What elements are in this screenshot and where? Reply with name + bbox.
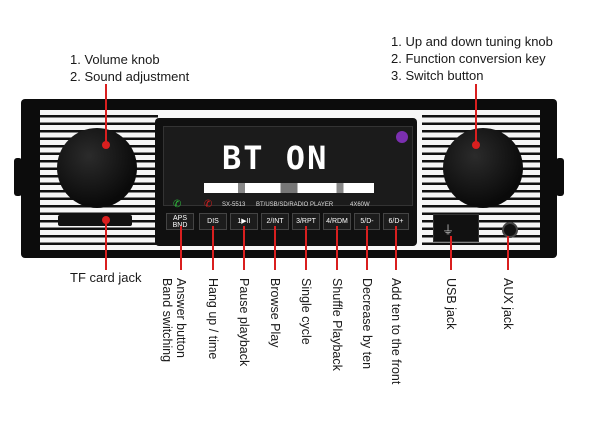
tf-card-slot[interactable] (58, 215, 132, 226)
leader-play (243, 226, 245, 270)
usb-port[interactable]: ⏚ (433, 214, 479, 242)
lcd-screen: BT ON (163, 126, 413, 206)
tuning-knob[interactable] (443, 128, 523, 208)
leader-dplus (395, 226, 397, 270)
leader-aps (180, 226, 182, 270)
leader-dminus (366, 226, 368, 270)
label-function-key: 2. Function conversion key (391, 51, 546, 66)
aux-port[interactable] (502, 222, 518, 238)
leader-tf (105, 220, 107, 270)
answer-phone-icon: ✆ (173, 199, 182, 210)
label-add-ten: Add ten to the front (389, 278, 403, 385)
power-indicator (396, 131, 408, 143)
label-decrease-by-ten: Decrease by ten (360, 278, 374, 370)
label-shuffle-playback: Shuffle Playback (330, 278, 344, 371)
label-answer-button: Answer button (174, 278, 188, 358)
leader-usb (450, 236, 452, 270)
leader-rpt (305, 226, 307, 270)
left-clip (14, 158, 22, 196)
label-tuning-knob: 1. Up and down tuning knob (391, 34, 553, 49)
leader-rdm (336, 226, 338, 270)
usb-icon: ⏚ (442, 223, 455, 237)
label-band-switching: Band switching (160, 278, 174, 363)
label-volume-knob: 1. Volume knob (70, 52, 160, 67)
level-meter (204, 183, 374, 193)
leader-volume (105, 84, 107, 144)
model-text: SX-5513 (222, 202, 246, 208)
label-pause-playback: Pause playback (237, 278, 251, 367)
leader-aux (507, 236, 509, 270)
label-hang-up: Hang up / time (206, 278, 220, 360)
leader-dis (212, 226, 214, 270)
label-usb-jack: USB jack (444, 278, 458, 330)
volume-knob[interactable] (57, 128, 137, 208)
leader-int (274, 226, 276, 270)
leader-dot-tuning (472, 141, 480, 149)
int-button[interactable]: 2/INT (261, 213, 289, 230)
hangup-phone-icon: ✆ (204, 199, 213, 210)
label-browse-play: Browse Play (268, 278, 282, 348)
label-sound-adjustment: 2. Sound adjustment (70, 69, 190, 84)
label-switch-button: 3. Switch button (391, 68, 484, 83)
label-tf-card-jack: TF card jack (70, 270, 142, 285)
right-clip (556, 158, 564, 196)
leader-dot-tf (102, 216, 110, 224)
leader-tuning (475, 84, 477, 144)
modes-text: BT/USB/SD/RADIO PLAYER (256, 202, 334, 208)
label-aux-jack: AUX jack (501, 278, 515, 330)
label-single-cycle: Single cycle (299, 278, 313, 345)
display-text: BT ON (222, 139, 329, 177)
power-text: 4X60W (350, 202, 370, 208)
leader-dot-volume (102, 141, 110, 149)
